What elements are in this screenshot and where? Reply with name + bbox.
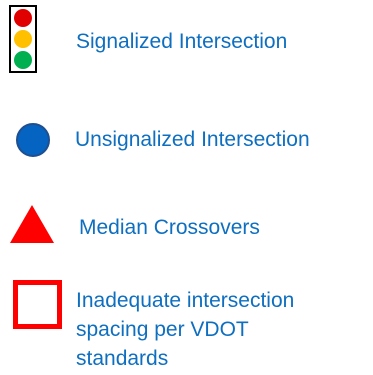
- signalized-intersection-label: Signalized Intersection: [76, 30, 288, 53]
- inadequate-spacing-label-line-2: spacing per VDOT: [76, 318, 249, 341]
- blue-circle-icon: [16, 123, 50, 157]
- inadequate-spacing-label-line-3: standards: [76, 347, 169, 370]
- inadequate-spacing-label-line-1: Inadequate intersection: [76, 289, 295, 312]
- red-triangle-icon: [10, 205, 54, 243]
- yellow-light-icon: [14, 30, 32, 48]
- unsignalized-intersection-label: Unsignalized Intersection: [75, 128, 310, 151]
- red-light-icon: [14, 9, 32, 27]
- green-light-icon: [14, 51, 32, 69]
- red-square-outline-icon: [13, 280, 62, 329]
- median-crossovers-label: Median Crossovers: [79, 216, 260, 239]
- traffic-signal-icon: [9, 5, 37, 73]
